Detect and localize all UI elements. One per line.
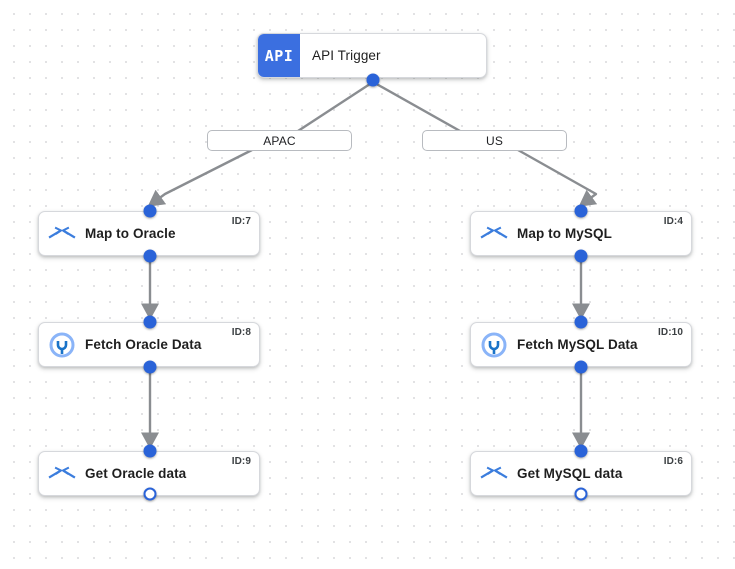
port-out-map-to-oracle[interactable] xyxy=(143,249,157,263)
node-label: Map to MySQL xyxy=(517,226,612,241)
port-in-fetch-oracle-data[interactable] xyxy=(143,315,157,329)
map-transform-icon xyxy=(39,212,85,255)
node-id-badge: ID:9 xyxy=(231,456,251,467)
port-in-fetch-mysql-data[interactable] xyxy=(574,315,588,329)
node-label: Get MySQL data xyxy=(517,466,623,481)
connector-plug-icon xyxy=(471,323,517,366)
port-out-get-oracle-data[interactable] xyxy=(143,487,157,501)
map-transform-icon xyxy=(471,452,517,495)
port-in-get-mysql-data[interactable] xyxy=(574,444,588,458)
node-id-badge: ID:7 xyxy=(231,216,251,227)
port-in-map-to-mysql[interactable] xyxy=(574,204,588,218)
port-out-fetch-oracle-data[interactable] xyxy=(143,360,157,374)
port-in-map-to-oracle[interactable] xyxy=(143,204,157,218)
port-out-fetch-mysql-data[interactable] xyxy=(574,360,588,374)
node-id-badge: ID:8 xyxy=(231,327,251,338)
node-label: API Trigger xyxy=(312,48,381,63)
edge-trigger-apac xyxy=(297,80,374,133)
branch-label-text: APAC xyxy=(263,133,296,148)
node-id-badge: ID:6 xyxy=(663,456,683,467)
port-out-api-trigger[interactable] xyxy=(366,73,380,87)
map-transform-icon xyxy=(39,452,85,495)
node-label: Fetch MySQL Data xyxy=(517,337,638,352)
port-in-get-oracle-data[interactable] xyxy=(143,444,157,458)
edge-apac-map-oracle xyxy=(147,148,253,207)
node-map-to-mysql[interactable]: Map to MySQL ID:4 xyxy=(470,211,692,256)
node-api-trigger[interactable]: API API Trigger xyxy=(257,33,487,78)
node-label: Map to Oracle xyxy=(85,226,176,241)
node-get-oracle-data[interactable]: Get Oracle data ID:9 xyxy=(38,451,260,496)
node-label: Get Oracle data xyxy=(85,466,187,481)
port-out-get-mysql-data[interactable] xyxy=(574,487,588,501)
node-label: Fetch Oracle Data xyxy=(85,337,202,352)
edge-us-map-mysql xyxy=(517,148,598,207)
node-fetch-mysql-data[interactable]: Fetch MySQL Data ID:10 xyxy=(470,322,692,367)
edge-trigger-us xyxy=(372,80,461,133)
node-id-badge: ID:4 xyxy=(663,216,683,227)
map-transform-icon xyxy=(471,212,517,255)
connector-plug-icon xyxy=(39,323,85,366)
branch-label-text: US xyxy=(485,133,504,148)
node-id-badge: ID:10 xyxy=(658,327,683,338)
api-icon: API xyxy=(258,34,300,77)
branch-label-us[interactable]: US xyxy=(422,130,567,151)
port-out-map-to-mysql[interactable] xyxy=(574,249,588,263)
branch-label-apac[interactable]: APAC xyxy=(207,130,352,151)
